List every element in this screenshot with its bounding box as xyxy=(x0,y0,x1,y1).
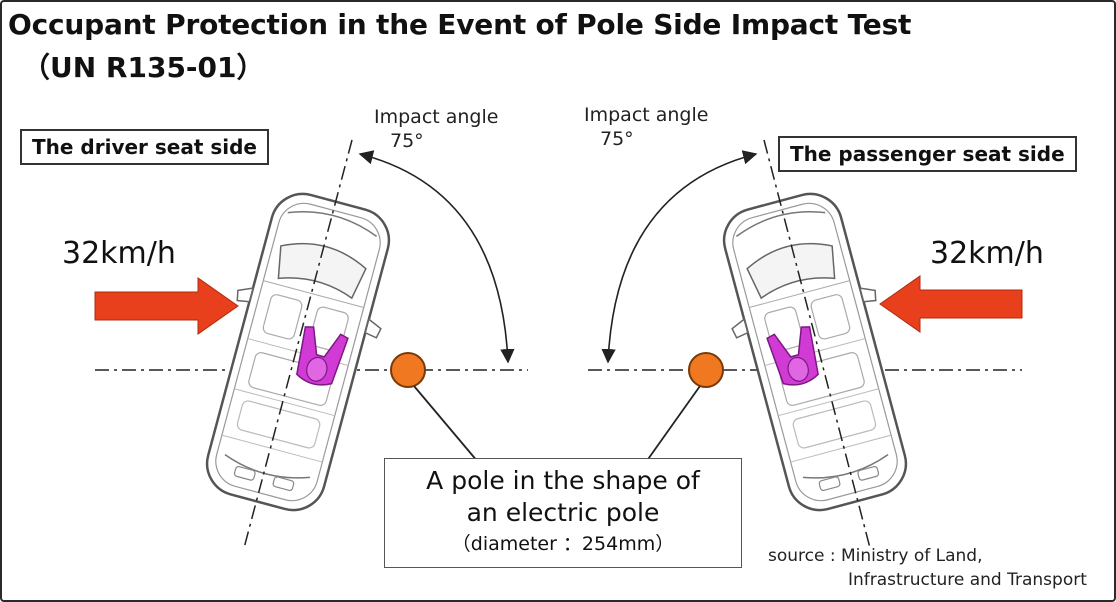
driver-side-label: The driver seat side xyxy=(20,129,269,165)
right-vehicle-axis xyxy=(763,139,871,549)
pole-description-box: A pole in the shape of an electric pole … xyxy=(384,458,742,568)
passenger-side-label: The passenger seat side xyxy=(778,136,1077,172)
left-angle-arc xyxy=(358,150,515,364)
right-angle-arc xyxy=(601,150,758,364)
source-line2: Infrastructure and Transport xyxy=(848,570,1087,590)
left-car xyxy=(185,181,411,523)
left-speed-label: 32km/h xyxy=(62,236,176,271)
left-vehicle-axis xyxy=(243,139,353,549)
left-impact-angle-value: 75° xyxy=(390,130,424,152)
right-pole xyxy=(688,352,724,388)
source-line1: source : Ministry of Land, xyxy=(768,546,983,566)
right-speed-arrow xyxy=(879,275,1023,333)
pole-diameter: （diameter ：254mm） xyxy=(451,533,675,555)
left-impact-angle-label: Impact angle xyxy=(374,106,499,128)
pole-description-line2: an electric pole xyxy=(466,498,660,527)
right-pole-leader xyxy=(645,385,701,463)
source-note: source : Ministry of Land, Infrastructur… xyxy=(768,544,1087,592)
right-impact-angle-label: Impact angle xyxy=(584,104,709,126)
left-pole xyxy=(390,352,426,388)
figure-subtitle: （UN R135-01） xyxy=(22,51,265,84)
left-pole-leader xyxy=(413,385,479,463)
pole-description-line1: A pole in the shape of xyxy=(426,466,700,495)
right-speed-label: 32km/h xyxy=(930,236,1044,271)
left-speed-arrow xyxy=(94,277,239,335)
right-impact-angle-value: 75° xyxy=(600,128,634,150)
figure-title: Occupant Protection in the Event of Pole… xyxy=(8,8,912,41)
